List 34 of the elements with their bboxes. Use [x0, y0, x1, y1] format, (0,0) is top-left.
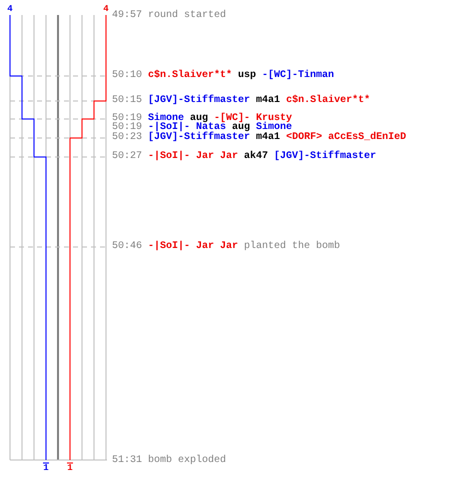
event-text: m4a1	[256, 96, 280, 106]
event-text: usp	[238, 71, 256, 81]
player-name: [JGV]-Stiffmaster	[274, 152, 376, 162]
player-name: -|SoI|- Jar Jar	[148, 152, 238, 162]
player-name: [JGV]-Stiffmaster	[148, 96, 250, 106]
event-time: 50:19	[112, 123, 142, 133]
event-text: round started	[148, 11, 226, 21]
count-label: 1	[67, 464, 73, 473]
event-time: 50:27	[112, 152, 142, 162]
event-time: 50:15	[112, 96, 142, 106]
player-name: c$n.Slaiver*t*	[148, 71, 232, 81]
event-time: 51:31	[112, 456, 142, 466]
event-time: 50:10	[112, 71, 142, 81]
event-text: ak47	[244, 152, 268, 162]
count-label: 4	[103, 5, 109, 14]
event-text: planted the bomb	[244, 242, 340, 252]
event-time: 50:46	[112, 242, 142, 252]
event-text: aug	[190, 114, 208, 124]
player-name: -|SoI|- Jar Jar	[148, 242, 238, 252]
player-name: -[WC]-Tinman	[262, 71, 334, 81]
event-text: aug	[232, 123, 250, 133]
player-name: -|SoI|- Natas	[148, 123, 226, 133]
player-name: -[WC]- Krusty	[214, 114, 292, 124]
event-time: 50:23	[112, 133, 142, 143]
count-label: 1	[43, 464, 49, 473]
event-text: m4a1	[256, 133, 280, 143]
player-name: Simone	[256, 123, 292, 133]
event-time: 50:19	[112, 114, 142, 124]
event-time: 49:57	[112, 11, 142, 21]
player-name: <DORF> aCcEsS_dEnIeD	[286, 133, 406, 143]
event-text: bomb exploded	[148, 456, 226, 466]
player-name: [JGV]-Stiffmaster	[148, 133, 250, 143]
player-name: c$n.Slaiver*t*	[286, 96, 370, 106]
count-label: 4	[7, 5, 13, 14]
